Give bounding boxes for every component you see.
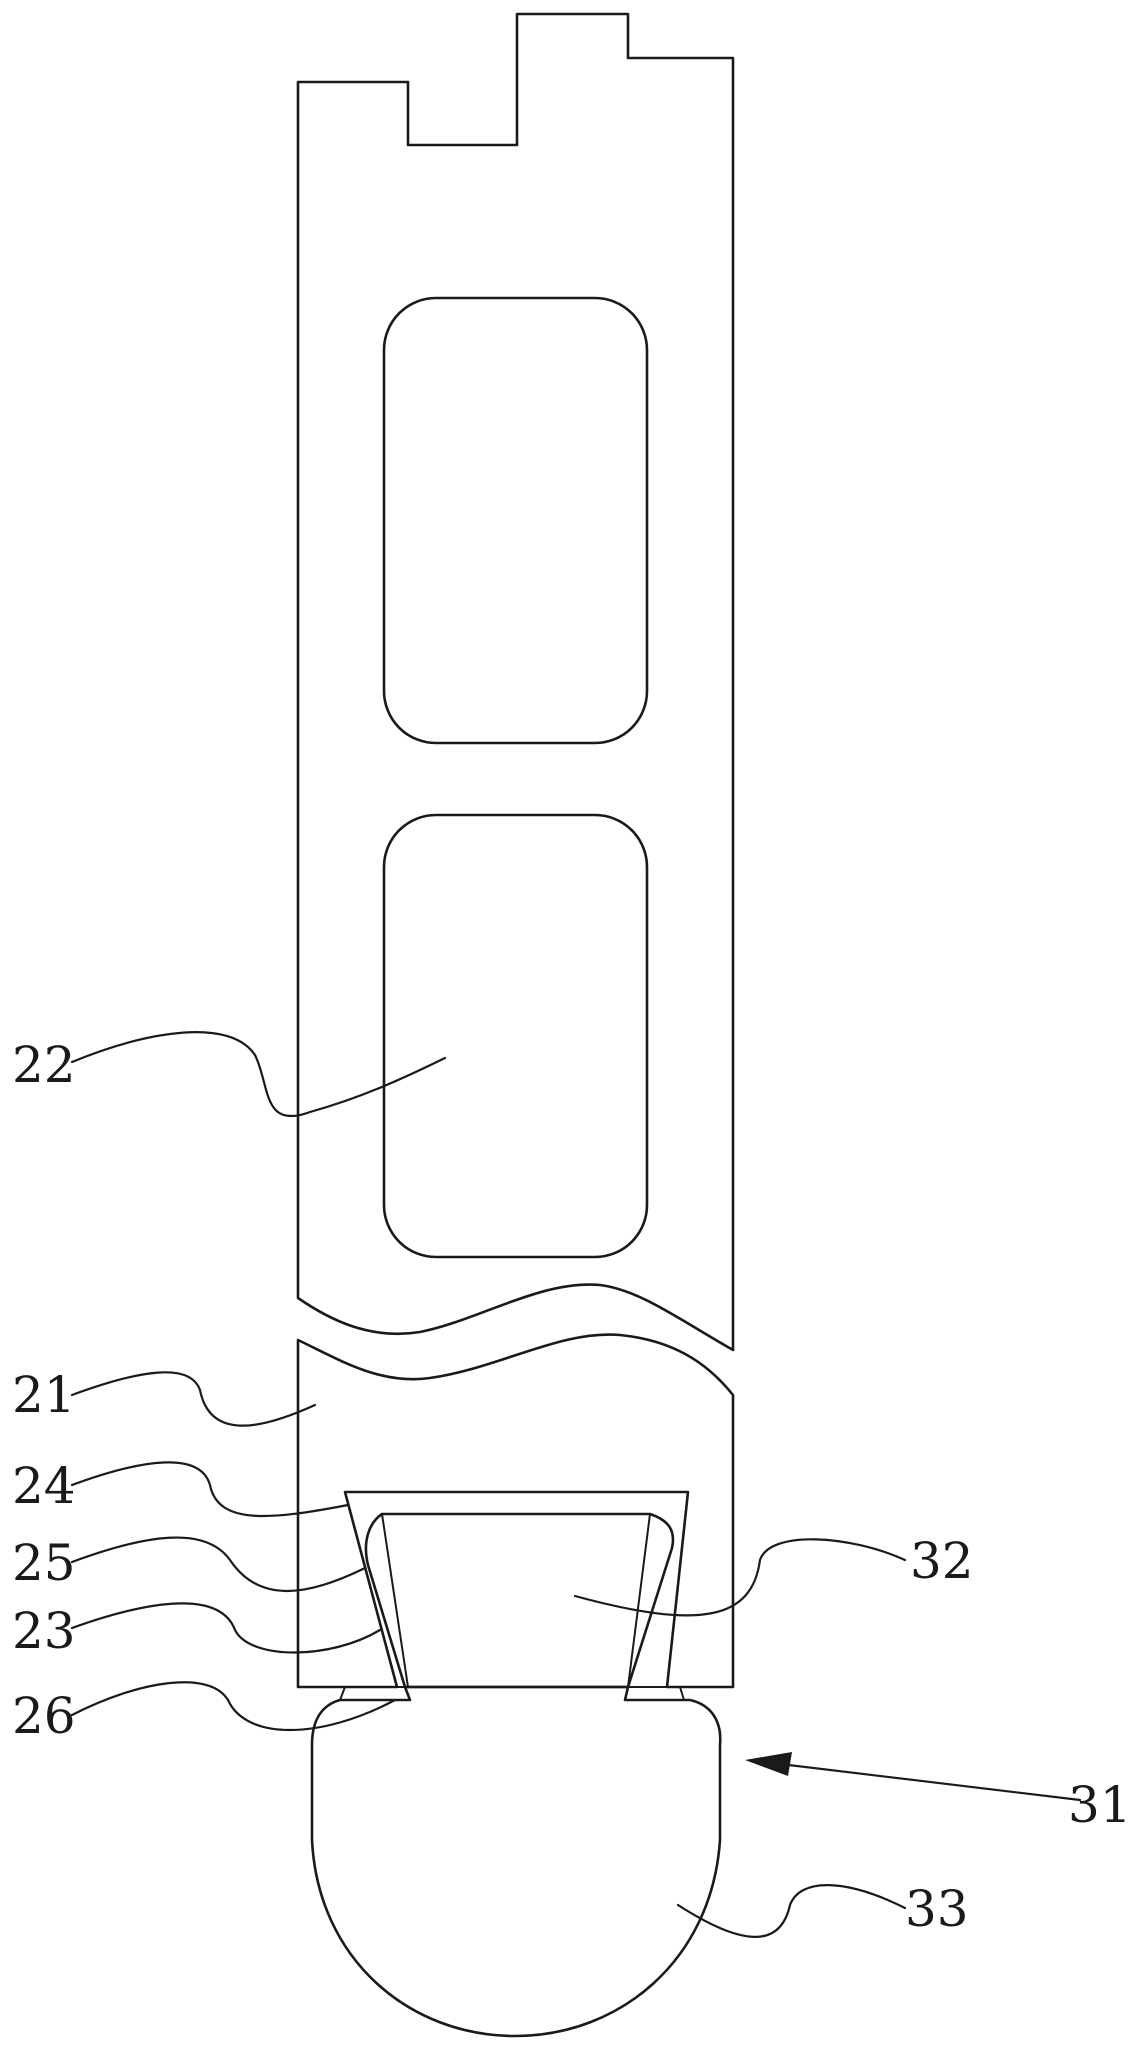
- label-26: 26: [12, 1687, 76, 1745]
- flange-right: [625, 1687, 684, 1700]
- label-31: 31: [1068, 1776, 1132, 1834]
- lower-cavity-22: [384, 815, 647, 1257]
- leader-25: [72, 1538, 365, 1591]
- label-23: 23: [12, 1602, 76, 1660]
- label-32: 32: [910, 1532, 974, 1590]
- arrowhead-31: [745, 1752, 792, 1776]
- leader-33: [678, 1885, 905, 1937]
- lower-body-section: [298, 1335, 733, 1687]
- label-33: 33: [905, 1880, 969, 1938]
- rounded-base-33: [312, 1687, 720, 2036]
- leader-26: [72, 1682, 395, 1730]
- leader-21: [72, 1372, 315, 1425]
- upper-cavity: [384, 298, 647, 743]
- flange-left-26: [340, 1687, 410, 1700]
- leader-32: [575, 1539, 905, 1615]
- label-21: 21: [12, 1366, 76, 1424]
- label-22: 22: [12, 1036, 76, 1094]
- leader-31: [772, 1763, 1080, 1800]
- label-24: 24: [12, 1457, 76, 1515]
- plug-head-32: [366, 1514, 673, 1687]
- leader-23: [72, 1603, 380, 1652]
- label-25: 25: [12, 1534, 76, 1592]
- leader-24: [72, 1462, 348, 1516]
